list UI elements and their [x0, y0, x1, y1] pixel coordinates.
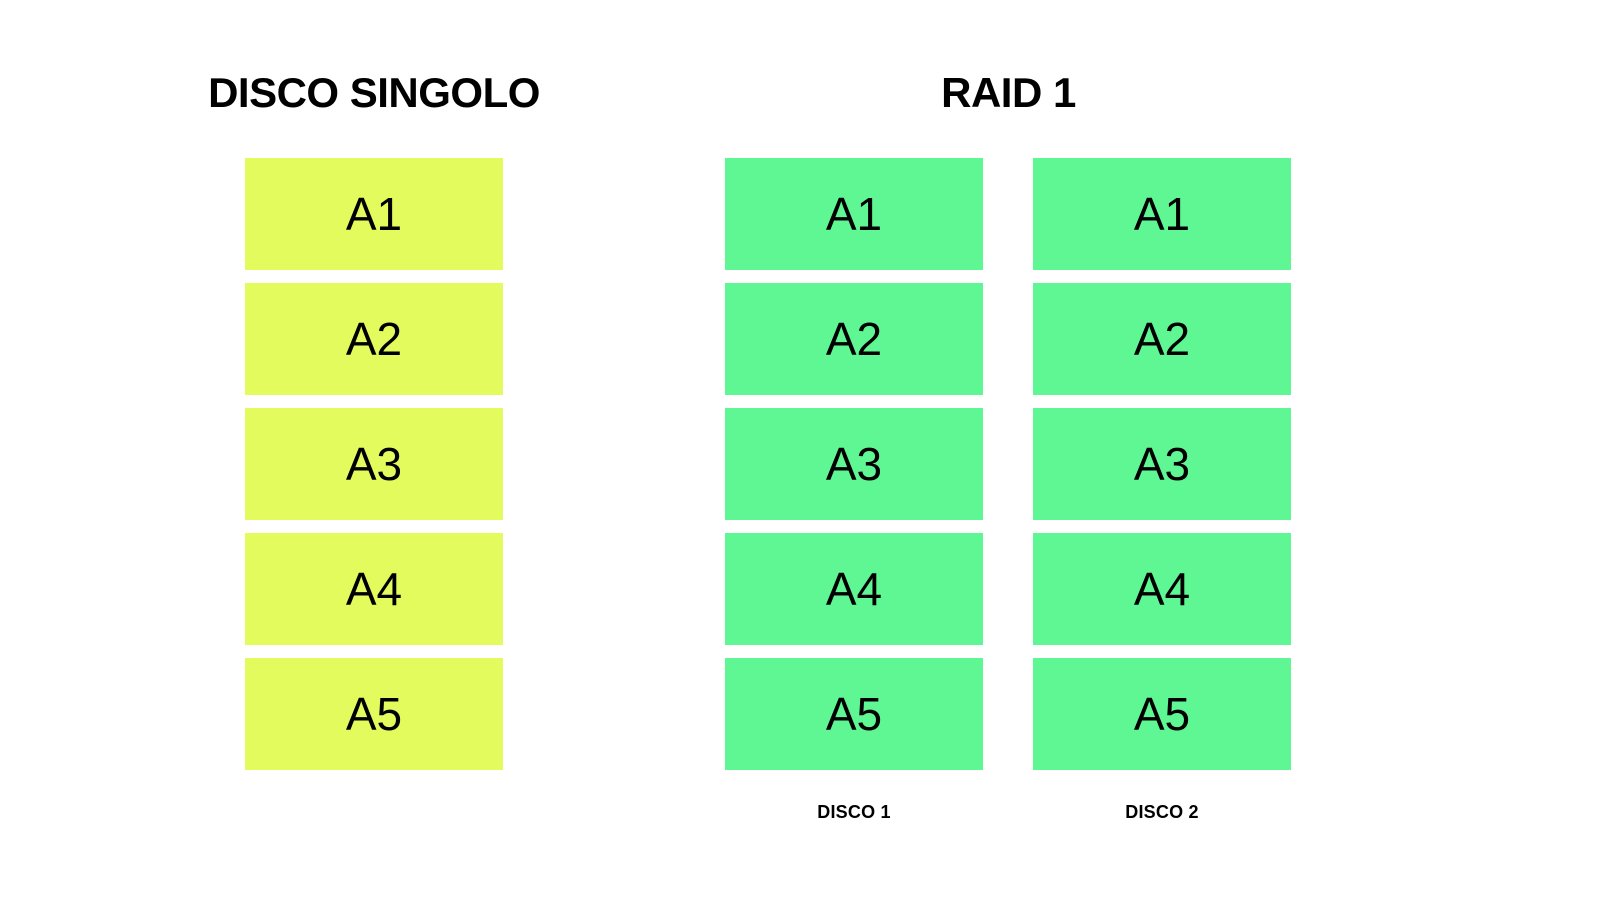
data-block: A1: [1033, 158, 1291, 270]
disk-columns-single: A1 A2 A3 A4 A5: [245, 158, 503, 770]
disk-column-disco-2: A1 A2 A3 A4 A5 DISCO 2: [1033, 158, 1291, 821]
data-block: A4: [725, 533, 983, 645]
data-block: A3: [245, 408, 503, 520]
data-block: A2: [1033, 283, 1291, 395]
data-block: A2: [245, 283, 503, 395]
data-block: A4: [245, 533, 503, 645]
group-title-single: DISCO SINGOLO: [208, 69, 540, 116]
disk-columns-raid1: A1 A2 A3 A4 A5 DISCO 1 A1 A2 A3 A4 A5 DI…: [725, 158, 1291, 821]
disk-label-disco-2: DISCO 2: [1125, 802, 1199, 822]
disk-column-disco-1: A1 A2 A3 A4 A5 DISCO 1: [725, 158, 983, 821]
data-block: A5: [725, 658, 983, 770]
group-title-raid1: RAID 1: [941, 69, 1076, 116]
data-block: A4: [1033, 533, 1291, 645]
disk-label-disco-1: DISCO 1: [817, 802, 891, 822]
data-block: A3: [725, 408, 983, 520]
data-block: A2: [725, 283, 983, 395]
data-block: A5: [1033, 658, 1291, 770]
data-block: A3: [1033, 408, 1291, 520]
data-block: A5: [245, 658, 503, 770]
data-block: A1: [725, 158, 983, 270]
data-block: A1: [245, 158, 503, 270]
column-spacer: [983, 158, 1033, 821]
disk-column-single-1: A1 A2 A3 A4 A5: [245, 158, 503, 770]
